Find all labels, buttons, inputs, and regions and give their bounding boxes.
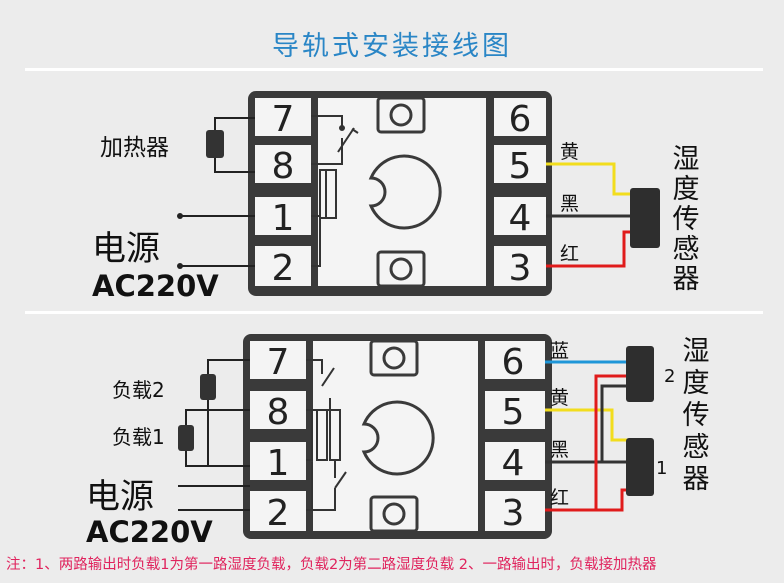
terminal-labels-1: 7 8 1 2 6 5 4 3	[272, 99, 532, 289]
power-label-2: 电源	[86, 477, 154, 517]
terminal-2: 2	[272, 248, 295, 289]
humidity-sensor-1-icon	[626, 438, 654, 496]
terminal-2b: 2	[267, 493, 290, 534]
humidity-sensor-icon	[630, 188, 660, 248]
wire-label-black: 黑	[560, 193, 579, 215]
sensor-index-2: 2	[664, 366, 675, 387]
terminal-3: 3	[509, 248, 532, 289]
internal-relay-1	[311, 115, 359, 267]
voltage-label: AC220V	[92, 269, 219, 303]
sensor-wires-1	[546, 162, 630, 268]
load2-icon	[200, 374, 216, 400]
mount-screw-top	[376, 96, 426, 134]
knob-outline	[368, 154, 442, 230]
terminal-labels-2: 7 8 1 2 6 5 4 3	[267, 342, 525, 534]
heater-1: 加热器	[100, 117, 255, 173]
heater-label: 加热器	[100, 135, 169, 161]
heater-icon	[206, 130, 224, 158]
terminal-8b: 8	[267, 392, 290, 433]
section-divider	[25, 311, 763, 314]
wire-label-yellow: 黄	[560, 141, 579, 163]
terminal-1: 1	[272, 198, 295, 239]
footnote: 注：1、两路输出时负载1为第一路湿度负载，负载2为第二路湿度负载 2、一路输出时…	[6, 557, 657, 573]
load2-label: 负载2	[112, 378, 165, 402]
relay-body-1	[248, 91, 552, 296]
load1-label: 负载1	[112, 425, 165, 449]
internal-relay-2	[306, 359, 347, 511]
terminal-4b: 4	[502, 443, 525, 484]
loads-2	[185, 359, 250, 467]
wire-label-red: 红	[560, 243, 579, 265]
terminal-8: 8	[272, 146, 295, 187]
terminal-3b: 3	[502, 493, 525, 534]
mount-screw-bottom	[376, 250, 426, 288]
power-input-2: 电源 AC220V	[86, 477, 250, 549]
diagram-1: 7 8 1 2 6 5 4 3 加热器 电源	[92, 91, 700, 303]
terminal-1b: 1	[267, 443, 290, 484]
terminal-6: 6	[509, 99, 532, 140]
wire-label-blue: 蓝	[550, 340, 569, 362]
terminal-7: 7	[272, 99, 295, 140]
sensor-index-1: 1	[656, 458, 667, 479]
page-title: 导轨式安装接线图	[272, 31, 512, 62]
terminal-6b: 6	[502, 342, 525, 383]
terminal-5b: 5	[502, 392, 525, 433]
wire-label-red-2: 红	[550, 487, 569, 509]
relay-body-2	[243, 334, 552, 539]
sensor-label-2: 湿度传感器	[683, 336, 710, 495]
voltage-label-2: AC220V	[86, 515, 213, 549]
wire-label-yellow-2: 黄	[550, 387, 569, 409]
power-input-1: 电源 AC220V	[92, 213, 255, 303]
knob-outline-2	[361, 400, 435, 476]
load1-icon	[178, 425, 194, 451]
terminal-7b: 7	[267, 342, 290, 383]
humidity-sensor-2-icon	[626, 346, 654, 402]
terminal-5: 5	[509, 146, 532, 187]
terminal-4: 4	[509, 198, 532, 239]
wire-label-black-2: 黑	[550, 439, 569, 461]
diagram-2: 7 8 1 2 6 5 4 3 负载2 负载1	[86, 334, 710, 549]
title-divider	[25, 68, 763, 71]
mount-screw-bottom-2	[369, 495, 419, 533]
sensor-label: 湿度传感器	[673, 144, 700, 295]
mount-screw-top-2	[369, 339, 419, 377]
power-label: 电源	[92, 229, 160, 269]
